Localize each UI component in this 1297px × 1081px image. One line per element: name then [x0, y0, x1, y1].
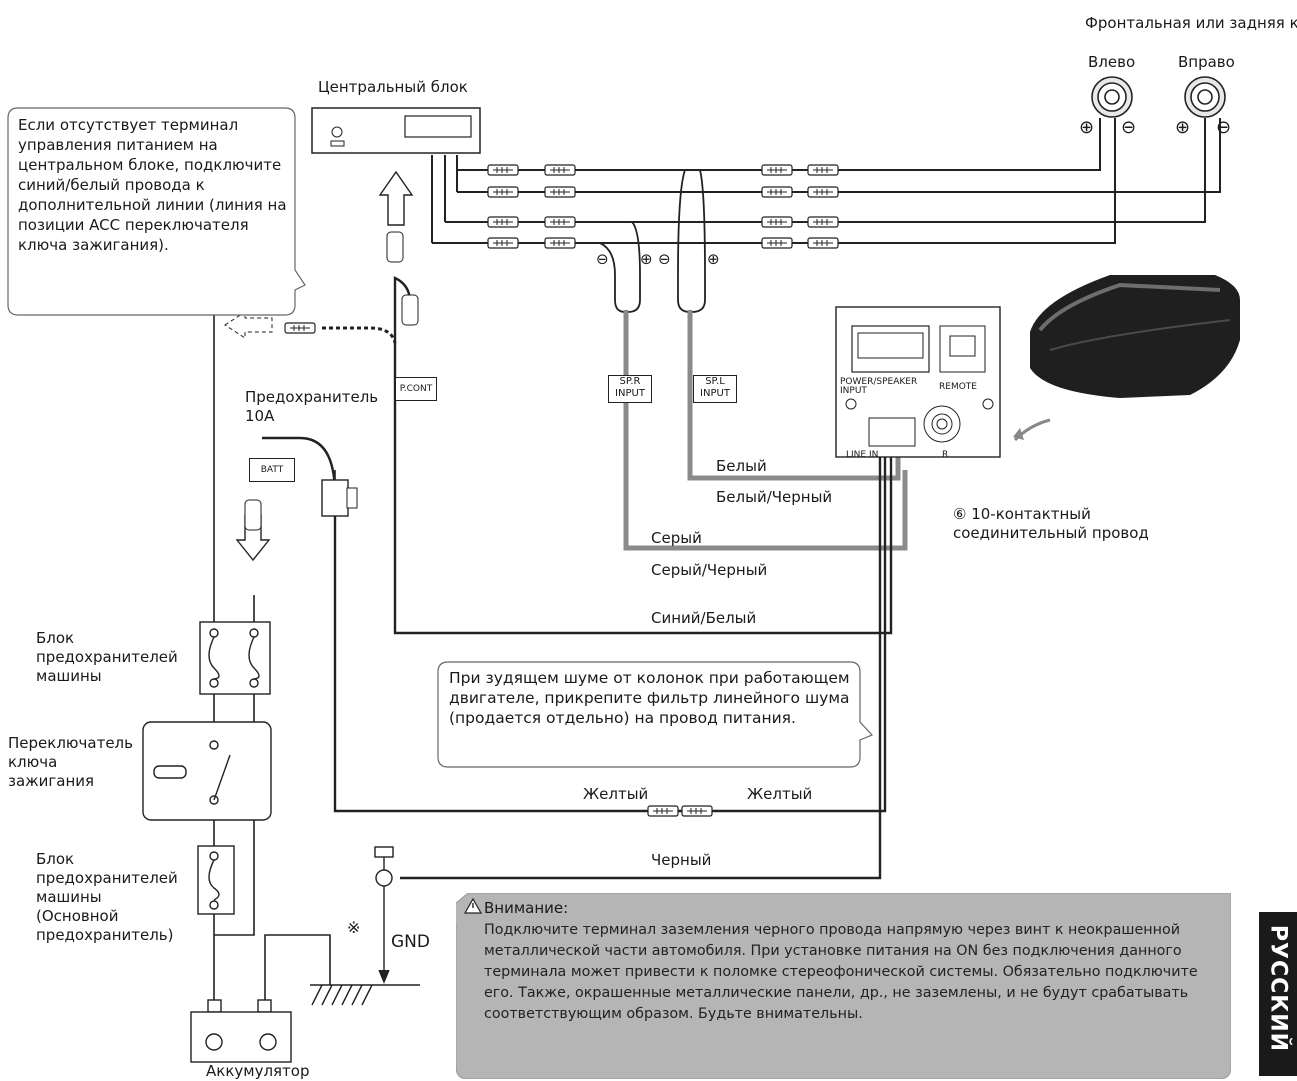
ignition-switch: [142, 721, 272, 821]
fuse-holder: [321, 479, 349, 517]
wire-gray-label: Серый: [651, 529, 702, 547]
gnd-label: GND: [391, 932, 430, 952]
ground-symbol: [310, 846, 420, 1006]
sp-input-taps: [599, 169, 706, 313]
fuse-label: Предохранитель 10A: [245, 388, 379, 425]
wire-yellow-left-label: Желтый: [583, 785, 649, 803]
warning-body: Подключите терминал заземления черного п…: [484, 922, 1198, 1022]
speaker-right-minus: ⊖: [1216, 117, 1232, 138]
wire-black-label: Черный: [651, 851, 712, 869]
amplifier-picture: [1030, 275, 1240, 398]
speaker-connectors: [487, 164, 839, 249]
fuse-box-main-label: Блок предохранителей машины (Основной пр…: [36, 850, 178, 944]
warning-title: Внимание:: [484, 899, 569, 917]
sp-plus-1: ⊕: [640, 250, 653, 268]
connector-label: ⑥ 10-контактный соединительный провод: [953, 505, 1149, 542]
amp-panel: [835, 306, 1001, 458]
main-fuse-block: [197, 845, 235, 915]
speaker-wires: [431, 118, 1221, 244]
pcont-tag: P.CONT: [395, 377, 437, 401]
fuse-block-1: [199, 621, 271, 695]
wire-blue-white-label: Синий/Белый: [651, 609, 757, 627]
sp-minus-2: ⊖: [658, 250, 671, 268]
note-pcont-bubble: [7, 107, 306, 316]
wire-gray-black-label: Серый/Черный: [651, 561, 768, 579]
sp-plus-2: ⊕: [707, 250, 720, 268]
speaker-left-minus: ⊖: [1121, 117, 1137, 138]
speaker-left-plus: ⊕: [1079, 117, 1095, 138]
speaker-left-label: Влево: [1088, 53, 1136, 71]
spl-input-tag: SP.L INPUT: [693, 375, 737, 403]
battery-label: Аккумулятор: [206, 1062, 310, 1080]
spr-input-tag: SP.R INPUT: [608, 375, 652, 403]
speaker-right-label: Вправо: [1178, 53, 1235, 71]
sp-minus-1: ⊖: [596, 250, 609, 268]
asterisk-mark: ※: [347, 918, 361, 937]
r-label: R: [942, 450, 949, 460]
language-label: РУССКИЙ: [1265, 924, 1291, 1053]
battery-symbol: [190, 999, 292, 1063]
wire-yellow-right-label: Желтый: [747, 785, 813, 803]
power-speaker-input-label: POWER/SPEAKER INPUT: [840, 377, 918, 396]
note-noise-bubble: [437, 661, 874, 768]
head-unit: [311, 107, 481, 154]
speaker-header: Фронтальная или задняя колонка: [1085, 14, 1297, 32]
language-tab: РУССКИЙ: [1259, 912, 1297, 1076]
batt-tag: BATT: [249, 458, 295, 482]
line-in-label: LINE IN: [846, 450, 879, 460]
speaker-right-plus: ⊕: [1175, 117, 1191, 138]
fuse-box-1-label: Блок предохранителей машины: [36, 629, 178, 685]
note-noise: При зудящем шуме от колонок при работающ…: [449, 669, 850, 727]
wire-white-label: Белый: [716, 457, 767, 475]
wire-white-black-label: Белый/Черный: [716, 488, 833, 506]
amp-power-wires: [262, 276, 893, 880]
ignition-label: Переключатель ключа зажигания: [8, 734, 133, 790]
head-unit-label: Центральный блок: [318, 78, 468, 96]
speakers: [1091, 76, 1226, 118]
note-pcont: Если отсутствует терминал управления пит…: [18, 116, 287, 254]
gray-signal-wires: [623, 310, 908, 551]
remote-label: REMOTE: [939, 382, 977, 392]
